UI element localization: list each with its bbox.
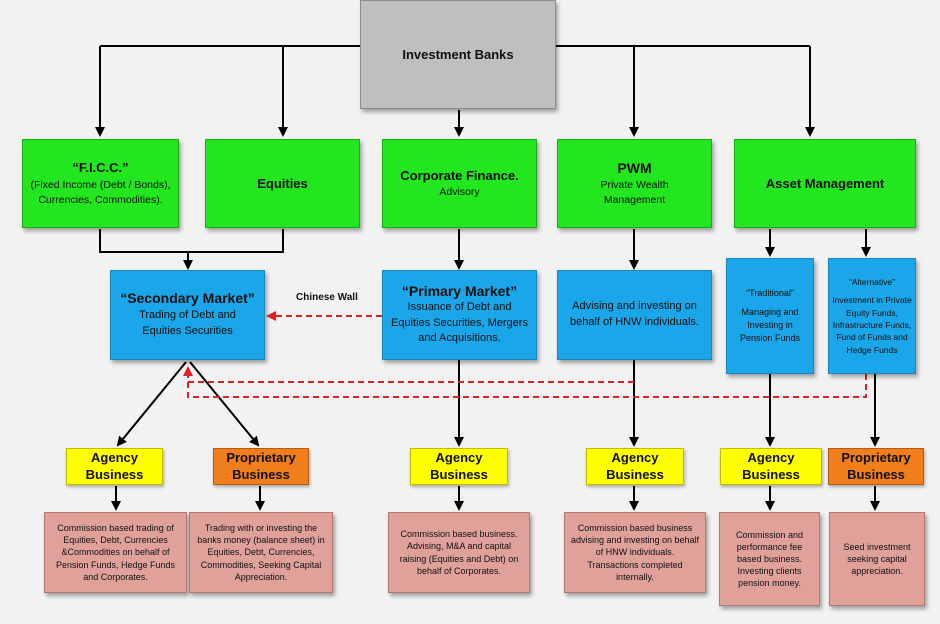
description-box-3: Commission based business. Advising, M&A… bbox=[388, 512, 530, 593]
alternative-box: “Alternative” Investment in Private Equi… bbox=[828, 258, 916, 374]
description-text-3: Commission based business. Advising, M&A… bbox=[399, 529, 519, 576]
description-box-1: Commission based trading of Equities, De… bbox=[44, 512, 187, 593]
investment-banks-box: Investment Banks bbox=[360, 0, 556, 109]
chinese-wall-am-line bbox=[187, 368, 867, 398]
alternative-title: “Alternative” bbox=[849, 277, 895, 288]
primary-market-desc: Issuance of Debt and Equities Securities… bbox=[391, 300, 528, 345]
description-box-4: Commission based business advising and i… bbox=[564, 512, 706, 593]
secondary-market-desc: Trading of Debt and Equities Securities bbox=[139, 309, 236, 337]
agency-business-box-1: Agency Business bbox=[66, 448, 163, 485]
description-text-1: Commission based trading of Equities, De… bbox=[55, 523, 176, 582]
proprietary-business-label-1b: Business bbox=[232, 466, 290, 482]
equities-box: Equities bbox=[205, 139, 360, 228]
agency-business-label-1a: Agency bbox=[91, 450, 138, 466]
pwm-title: PWM bbox=[617, 160, 652, 177]
agency-business-label-4b: Business bbox=[742, 466, 800, 482]
agency-business-label-2b: Business bbox=[430, 466, 488, 482]
proprietary-business-label-2a: Proprietary bbox=[841, 450, 911, 466]
ficc-title: “F.I.C.C.” bbox=[72, 160, 129, 176]
agency-business-label-3a: Agency bbox=[611, 450, 659, 466]
description-box-2: Trading with or investing the banks mone… bbox=[189, 512, 333, 593]
ficc-desc: (Fixed Income (Debt / Bonds), Currencies… bbox=[30, 179, 171, 206]
pwm-advice-box: Advising and investing on behalf of HNW … bbox=[557, 270, 712, 360]
corporate-finance-box: Corporate Finance. Advisory bbox=[382, 139, 537, 228]
asset-management-box: Asset Management bbox=[734, 139, 916, 228]
chinese-wall-pwm-line bbox=[183, 366, 634, 383]
asset-management-title: Asset Management bbox=[765, 176, 885, 191]
agency-business-label-2a: Agency bbox=[435, 450, 483, 466]
corporate-finance-desc: Advisory bbox=[439, 185, 480, 198]
agency-business-label-3b: Business bbox=[606, 466, 664, 482]
corporate-finance-title: Corporate Finance. bbox=[400, 167, 519, 183]
chinese-wall-label: Chinese Wall bbox=[296, 292, 358, 303]
description-box-6: Seed investment seeking capital apprecia… bbox=[829, 512, 925, 606]
pwm-advice-desc: Advising and investing on behalf of HNW … bbox=[569, 300, 699, 328]
agency-business-label-4a: Agency bbox=[747, 450, 795, 466]
agency-business-box-3: Agency Business bbox=[586, 448, 684, 485]
traditional-box: “Traditional” Managing and Investing in … bbox=[726, 258, 814, 374]
ficc-box: “F.I.C.C.” (Fixed Income (Debt / Bonds),… bbox=[22, 139, 179, 228]
ficc-equities-merge bbox=[99, 229, 284, 253]
secondary-market-title: “Secondary Market” bbox=[120, 290, 255, 307]
equities-title: Equities bbox=[257, 176, 308, 191]
alternative-desc: Investment in Private Equity Funds, Infr… bbox=[832, 295, 912, 355]
proprietary-business-label-1a: Proprietary bbox=[226, 450, 296, 466]
pwm-box: PWM Private Wealth Management bbox=[557, 139, 712, 228]
description-text-4: Commission based business advising and i… bbox=[570, 523, 700, 582]
traditional-desc: Managing and Investing in Pension Funds bbox=[739, 306, 801, 344]
primary-market-title: “Primary Market” bbox=[401, 282, 518, 299]
agency-business-box-2: Agency Business bbox=[410, 448, 508, 485]
agency-business-label-1b: Business bbox=[85, 466, 144, 482]
primary-market-box: “Primary Market” Issuance of Debt and Eq… bbox=[382, 270, 537, 360]
description-box-5: Commission and performance fee based bus… bbox=[719, 512, 820, 606]
arrow-to-agency-1 bbox=[116, 361, 187, 447]
traditional-title: “Traditional” bbox=[746, 287, 794, 298]
proprietary-business-label-2b: Business bbox=[847, 466, 905, 482]
pwm-desc: Private Wealth Management bbox=[600, 179, 669, 206]
description-text-6: Seed investment seeking capital apprecia… bbox=[843, 541, 911, 577]
description-text-2: Trading with or investing the banks mone… bbox=[197, 523, 325, 582]
description-text-5: Commission and performance fee based bus… bbox=[735, 529, 804, 589]
proprietary-business-box-1: Proprietary Business bbox=[213, 448, 309, 485]
secondary-market-box: “Secondary Market” Trading of Debt and E… bbox=[110, 270, 265, 360]
investment-banks-title: Investment Banks bbox=[402, 47, 514, 62]
arrow-to-proprietary-1 bbox=[189, 361, 260, 447]
proprietary-business-box-2: Proprietary Business bbox=[828, 448, 924, 485]
agency-business-box-4: Agency Business bbox=[720, 448, 822, 485]
